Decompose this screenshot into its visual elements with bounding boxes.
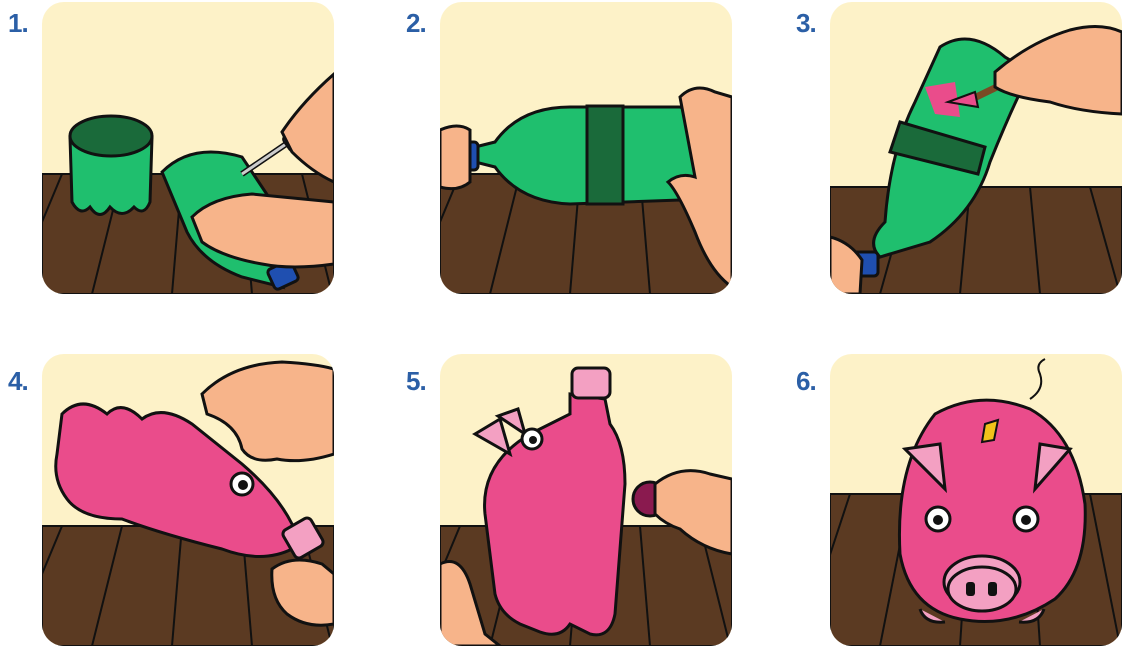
- step-number-2: 2.: [406, 8, 426, 39]
- step-1-illustration: [42, 2, 334, 294]
- step-number-3: 3.: [796, 8, 816, 39]
- step-6-illustration: [830, 354, 1122, 646]
- step-5-illustration: [440, 354, 732, 646]
- step-number-4: 4.: [8, 366, 28, 397]
- step-number-1: 1.: [8, 8, 28, 39]
- step-number-6: 6.: [796, 366, 816, 397]
- step-number-5: 5.: [406, 366, 426, 397]
- step-3-illustration: [830, 2, 1122, 294]
- step-2-illustration: [440, 2, 732, 294]
- step-4-illustration: [42, 354, 334, 646]
